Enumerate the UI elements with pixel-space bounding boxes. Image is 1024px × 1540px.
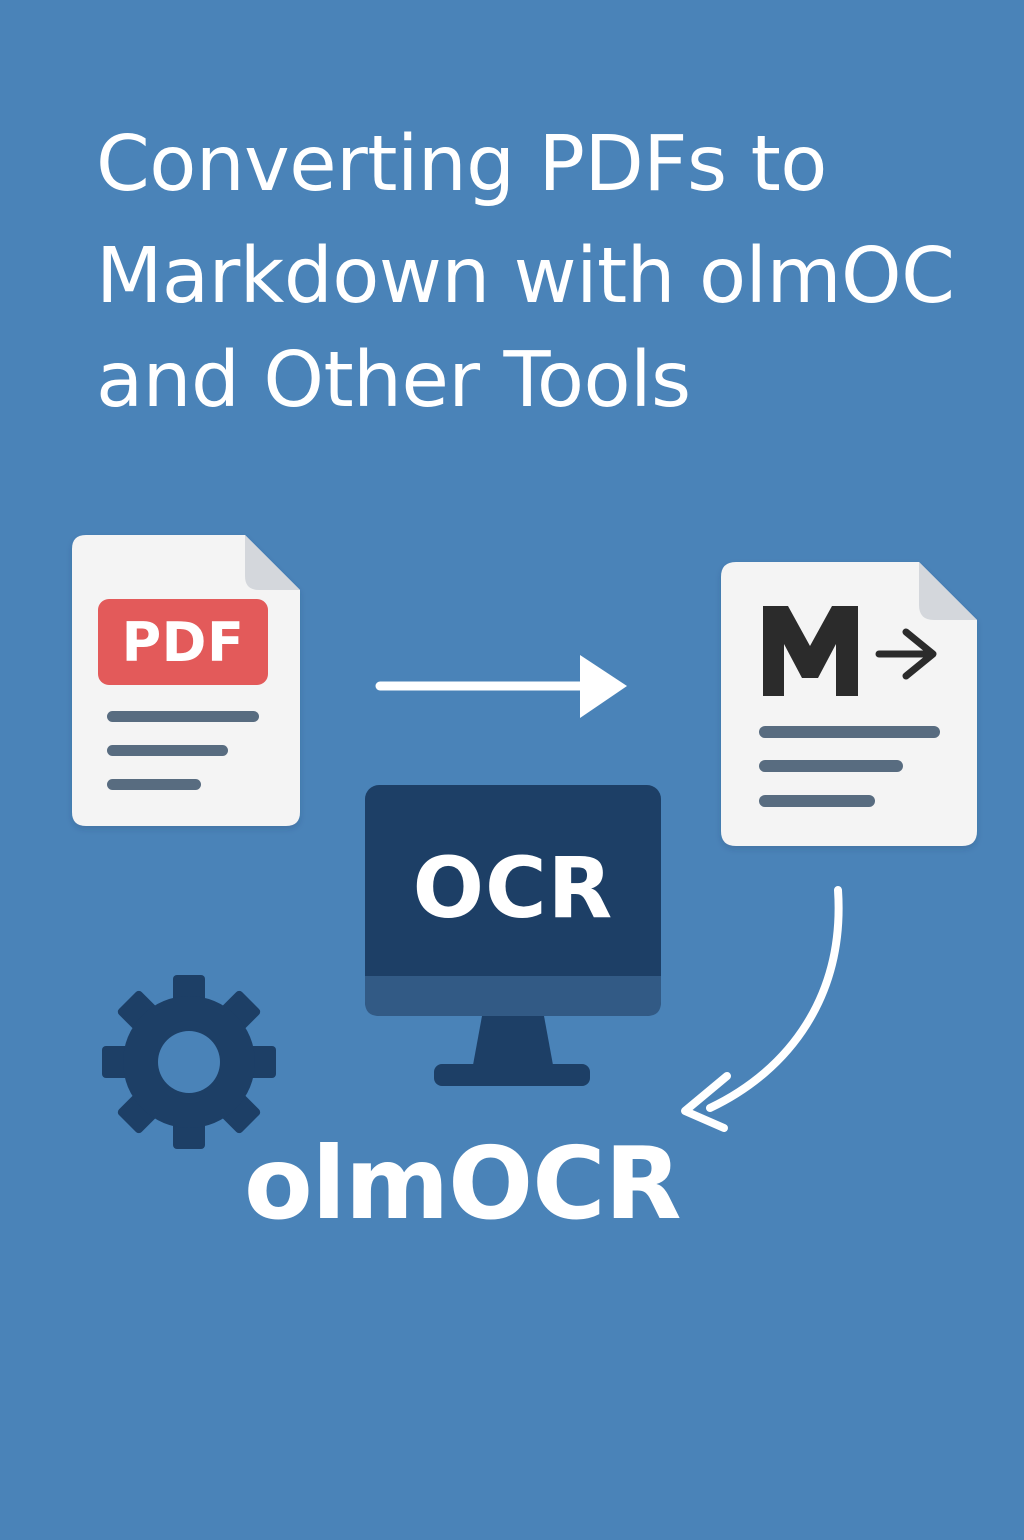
diagram-title-line-1: Converting PDFs to <box>96 120 827 209</box>
markdown-document-icon <box>721 562 977 846</box>
pdf-document-icon <box>72 535 300 826</box>
curved-arrow-icon <box>681 886 843 1132</box>
arrow-right-icon <box>375 655 627 718</box>
pdf-badge-label: PDF <box>121 610 245 674</box>
brand-label: olmOCR <box>244 1125 682 1242</box>
diagram-title-line-3: and Other Tools <box>96 336 691 425</box>
diagram-title-line-2: Markdown with olmOC <box>96 232 955 321</box>
pdf-badge <box>98 599 268 685</box>
gear-icon <box>102 975 276 1149</box>
monitor-ocr-label: OCR <box>412 839 614 937</box>
markdown-mark-icon <box>763 606 858 696</box>
monitor-icon <box>365 785 661 1086</box>
